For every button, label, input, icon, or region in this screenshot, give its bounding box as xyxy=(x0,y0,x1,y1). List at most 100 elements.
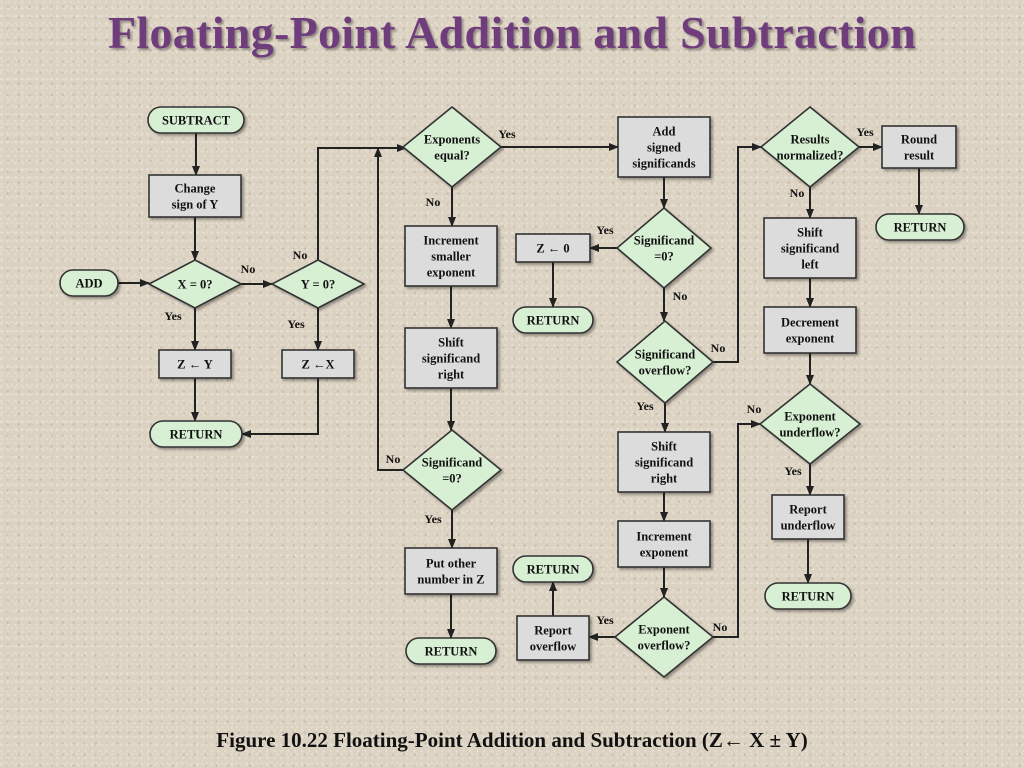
node-text: ADD xyxy=(75,277,102,291)
node-sig-zero1: Significand=0? xyxy=(401,428,503,512)
node-inc-smaller: Increment smaller exponent xyxy=(404,225,498,287)
node-text-line: Round xyxy=(901,133,937,147)
flow-arrow xyxy=(317,144,407,260)
node-text-line: exponent xyxy=(640,546,689,560)
node-text-line: Increment xyxy=(423,234,479,248)
flow-arrow xyxy=(713,143,762,363)
node-text-line: exponent xyxy=(786,332,835,346)
process-shape xyxy=(404,225,498,287)
node-text-line: right xyxy=(438,368,465,382)
page-title: Floating-Point Addition and Subtraction xyxy=(108,7,916,58)
branch-label-yes: Yes xyxy=(596,223,614,237)
node-sig-overflow: Significand overflow? xyxy=(615,319,715,405)
decision-shape xyxy=(147,259,243,309)
decision-shape xyxy=(401,428,503,512)
decision-shape xyxy=(270,259,366,309)
node-text: RETURN xyxy=(894,221,947,235)
node-text-line: RETURN xyxy=(170,428,223,442)
node-text-line: underflow? xyxy=(779,426,840,440)
node-text-line: overflow? xyxy=(639,364,692,378)
branch-label-no: No xyxy=(386,452,401,466)
node-x-zero: X = 0? xyxy=(147,259,243,309)
node-text-line: Exponent xyxy=(638,623,690,637)
branch-label-no: No xyxy=(241,262,256,276)
branch-label-yes: Yes xyxy=(636,399,654,413)
node-text: Significand=0? xyxy=(634,234,694,264)
node-text-line: significand xyxy=(422,352,480,366)
node-text-line: overflow xyxy=(530,640,577,654)
branch-label-no: No xyxy=(713,620,728,634)
node-sig-zero2: Significand=0? xyxy=(615,206,713,290)
node-text-line: SUBTRACT xyxy=(162,114,231,128)
node-text: RETURN xyxy=(782,590,835,604)
terminal-shape xyxy=(149,420,243,448)
process-shape xyxy=(516,615,590,661)
node-shift-right1: Shift significand right xyxy=(404,327,498,389)
node-text-line: Add xyxy=(653,125,676,139)
node-add: ADD xyxy=(59,269,119,297)
node-text: Significand overflow? xyxy=(635,348,695,378)
node-text-line: Shift xyxy=(438,336,465,350)
node-text-line: RETURN xyxy=(894,221,947,235)
process-shape xyxy=(281,349,355,379)
node-text: Z ←X xyxy=(302,358,335,372)
branch-label-yes: Yes xyxy=(287,317,305,331)
node-text: Increment smaller exponent xyxy=(423,234,479,280)
terminal-shape xyxy=(147,106,245,134)
node-text-line: Significand xyxy=(635,348,695,362)
node-text-line: RETURN xyxy=(782,590,835,604)
node-text-line: left xyxy=(801,258,819,272)
node-y-zero: Y = 0? xyxy=(270,259,366,309)
node-text-line: Put other xyxy=(426,557,477,571)
figure-caption: Figure 10.22 Floating-Point Addition and… xyxy=(216,728,808,752)
node-text-line: Increment xyxy=(636,530,692,544)
process-shape xyxy=(617,116,711,178)
node-return6: RETURN xyxy=(764,582,852,610)
decision-shape xyxy=(758,382,862,466)
node-text-line: equal? xyxy=(434,149,469,163)
node-text: RETURN xyxy=(527,563,580,577)
node-text-line: underflow xyxy=(781,519,836,533)
process-shape xyxy=(158,349,232,379)
node-text-line: X = 0? xyxy=(178,278,213,292)
node-text-line: =0? xyxy=(654,250,674,264)
process-shape xyxy=(148,174,242,218)
process-shape xyxy=(771,494,845,540)
terminal-shape xyxy=(764,582,852,610)
terminal-shape xyxy=(405,637,497,665)
node-text-line: significand xyxy=(781,242,839,256)
node-text-line: exponent xyxy=(427,266,476,280)
node-text: Increment exponent xyxy=(636,530,692,560)
node-text: RETURN xyxy=(527,314,580,328)
terminal-shape xyxy=(875,213,965,241)
node-text: X = 0? xyxy=(178,278,213,292)
node-z-x: Z ←X xyxy=(281,349,355,379)
branch-label-no: No xyxy=(673,289,688,303)
node-text-line: Z ← 0 xyxy=(536,242,569,256)
node-text: Z ← Y xyxy=(177,358,213,372)
branch-label-yes: Yes xyxy=(856,125,874,139)
node-text-line: Results xyxy=(791,133,830,147)
node-text-line: Report xyxy=(789,503,827,517)
flow-arrow xyxy=(374,147,403,471)
node-text-line: smaller xyxy=(431,250,471,264)
node-text-line: right xyxy=(651,472,678,486)
node-report-underflow: Report underflow xyxy=(771,494,845,540)
